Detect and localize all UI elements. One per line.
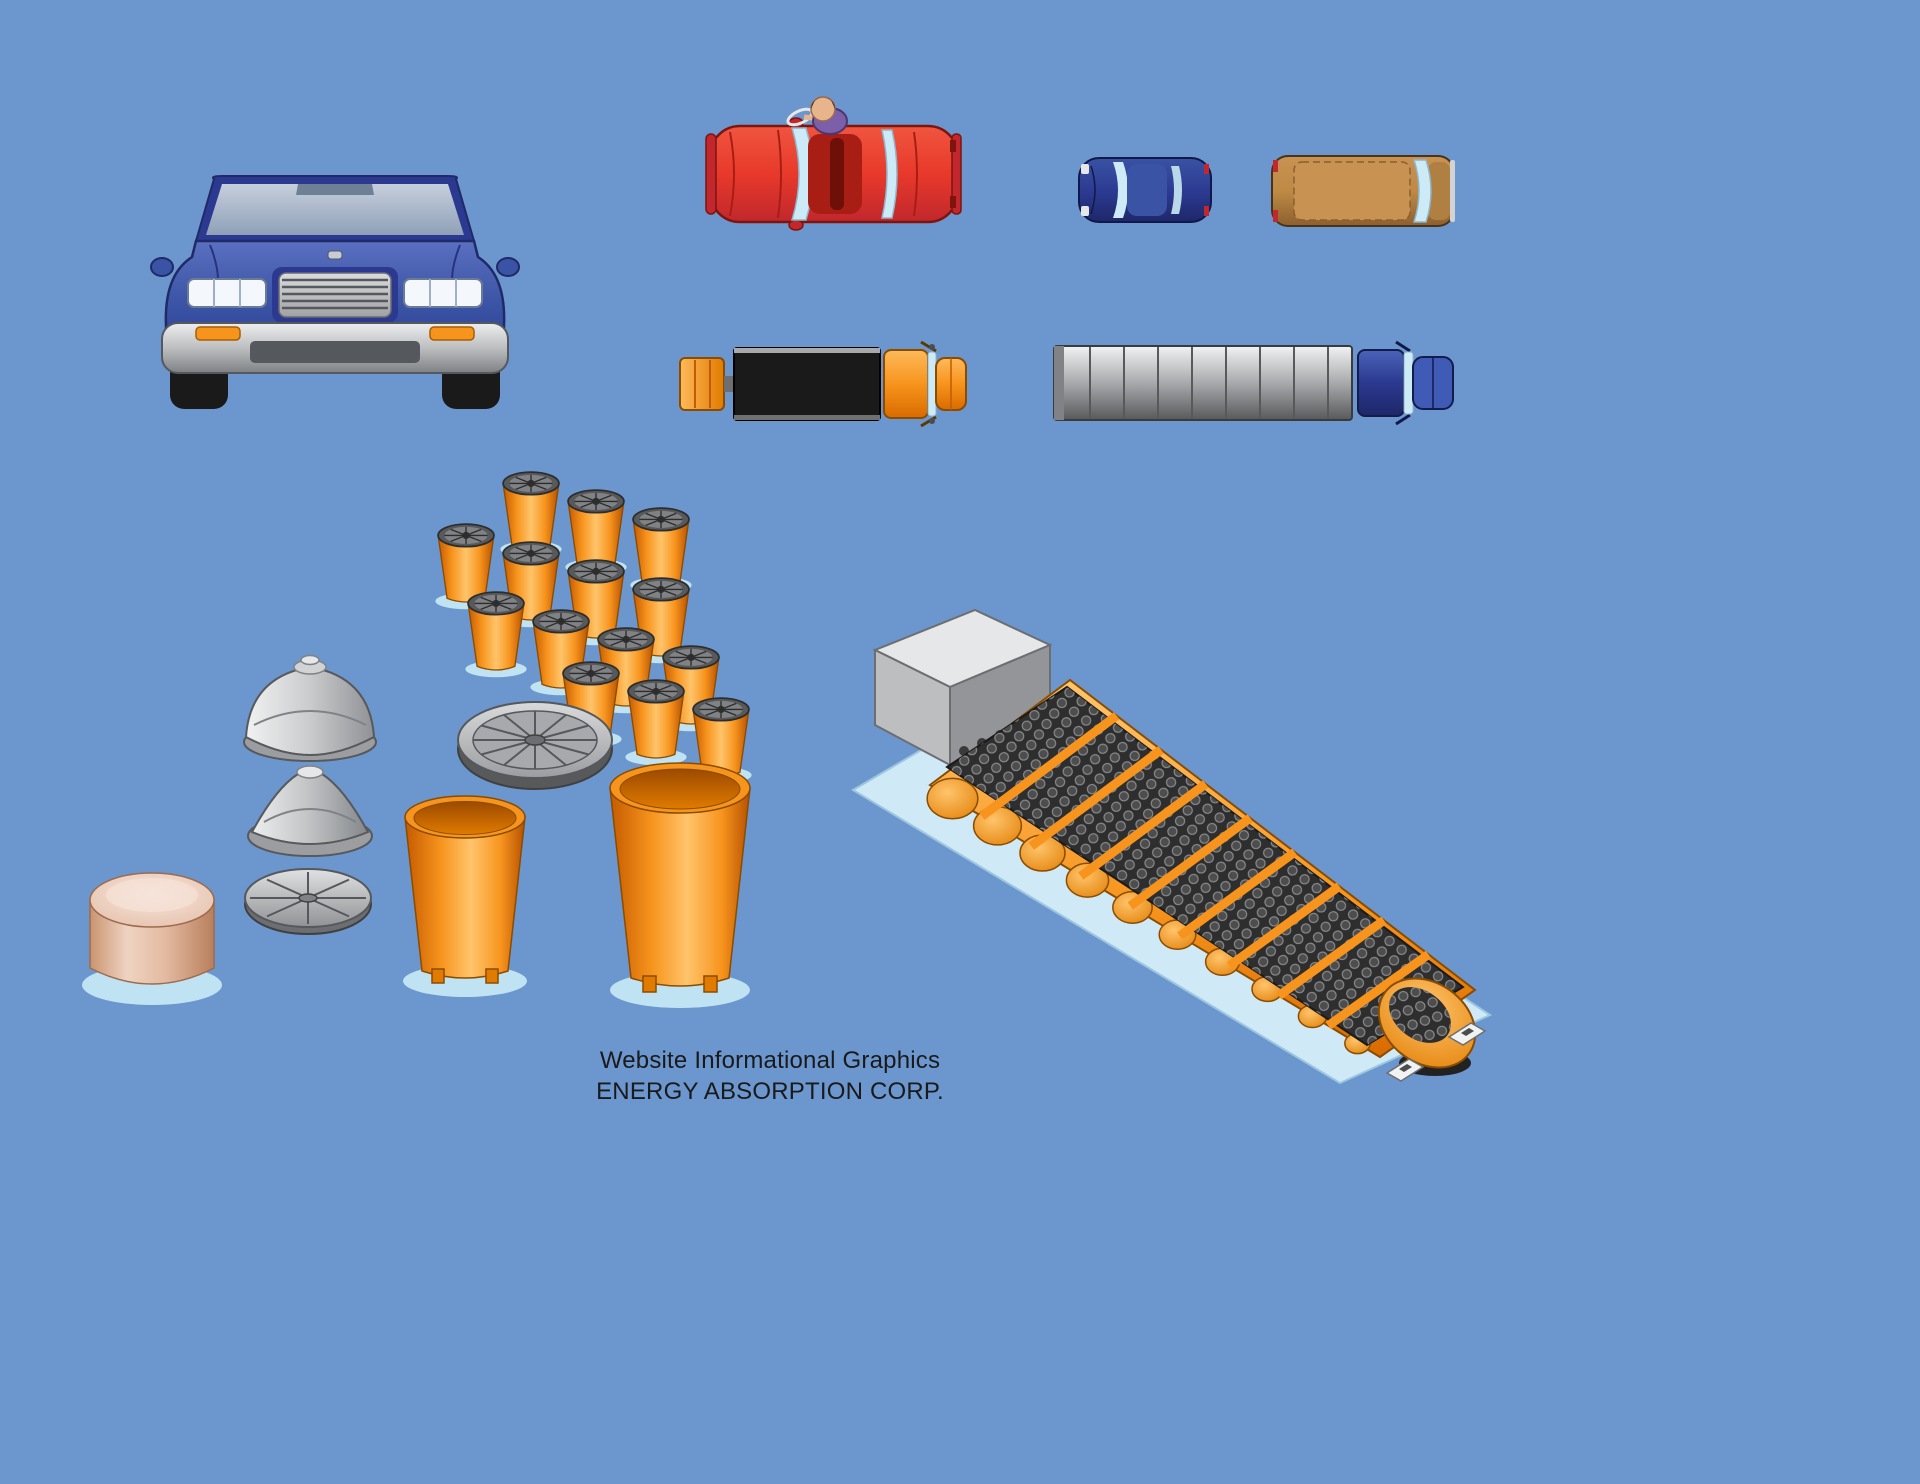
black-trailer: [733, 347, 881, 421]
brown-van-top-view-illustration: [1268, 148, 1458, 233]
attenuator-backstop: [872, 608, 1053, 767]
attenuator-anchor-plates: [1385, 1022, 1487, 1082]
sedan-headlights: [187, 278, 483, 308]
sedan-bumper: [161, 322, 509, 374]
crash-attenuator-isometric-illustration: [835, 595, 1525, 1095]
convertible-rear-deck: [881, 129, 956, 219]
sand-core-cylinder-illustration: [80, 850, 225, 1010]
barrel-dome-lid-large-illustration: [240, 645, 380, 765]
convertible-top-view-with-driver-illustration: [700, 90, 970, 240]
silver-trailer: [1053, 345, 1353, 421]
sedan-cabin-glass: [194, 175, 476, 242]
truck-black-trailer-with-attenuator-top-view-illustration: [678, 338, 968, 430]
attenuator-module-wedge: [926, 678, 1477, 1059]
caption-line1: Website Informational Graphics: [599, 1047, 941, 1074]
truck-mounted-attenuator: [679, 357, 734, 411]
convertible-cockpit: [808, 134, 862, 214]
van-body: [1271, 155, 1455, 227]
caption-line2: ENERGY ABSORPTION CORP.: [596, 1077, 944, 1105]
van-windshield: [1412, 159, 1432, 223]
barrel-cone-lid-illustration: [246, 748, 374, 858]
blue-tractor-cab: [1357, 340, 1454, 426]
attenuator-bay-separators: [979, 712, 1432, 1030]
open-crash-barrel-medium-illustration: [400, 785, 530, 1000]
sedan-grille: [272, 267, 398, 323]
barrel-flat-radial-lid-illustration: [455, 692, 615, 797]
blue-car-glass: [1113, 162, 1182, 218]
sedan-front-view-illustration: [150, 175, 520, 425]
open-crash-barrel-large-illustration: [605, 752, 755, 1012]
barrel-segmented-lid-small-illustration: [242, 862, 374, 940]
caption: Website Informational Graphics ENERGY AB…: [460, 1046, 1080, 1107]
truck-silver-trailer-top-view-illustration: [1050, 338, 1460, 428]
blue-car-top-view-illustration: [1075, 150, 1215, 230]
orange-tractor-cab: [883, 340, 967, 428]
driver-figure: [786, 96, 848, 135]
